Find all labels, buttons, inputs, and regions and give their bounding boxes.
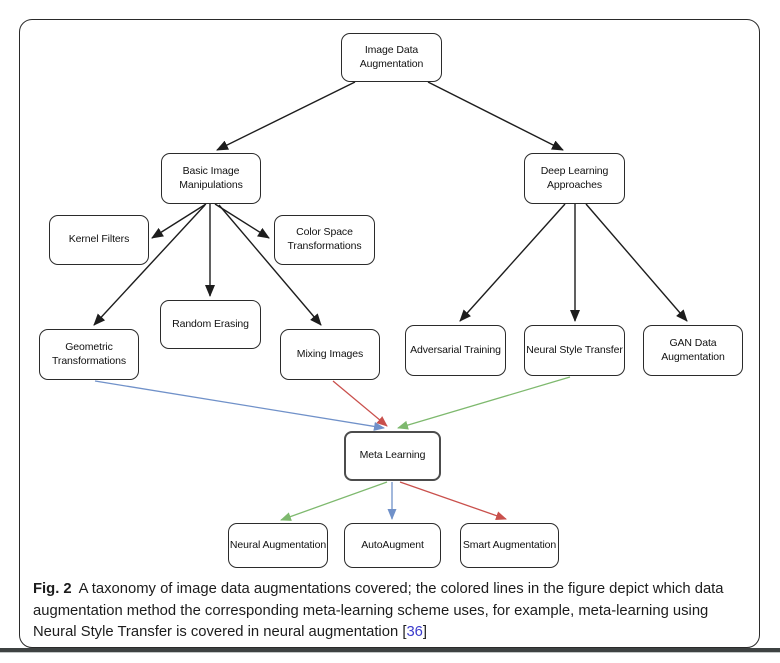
edge-image-data-augmentation-to-deep-learning-approaches [427,81,564,151]
edge-basic-image-manipulations-to-color-space-transformations [214,203,270,239]
edge-meta-learning-to-neural-augmentation [280,481,388,521]
node-meta-learning: Meta Learning [344,431,441,481]
edge-deep-learning-approaches-to-gan-data-augmentation [585,203,688,322]
node-adversarial-training: Adversarial Training [405,325,506,376]
node-gan-data-augmentation: GAN Data Augmentation [643,325,743,376]
node-deep-learning-approaches: Deep Learning Approaches [524,153,625,204]
node-neural-augmentation: Neural Augmentation [228,523,328,568]
node-image-data-augmentation: Image Data Augmentation [341,33,442,82]
edge-image-data-augmentation-to-basic-image-manipulations [216,81,356,151]
node-neural-style-transfer: Neural Style Transfer [524,325,625,376]
node-mixing-images: Mixing Images [280,329,380,380]
edge-geometric-transformations-to-meta-learning [94,380,385,431]
edge-mixing-images-to-meta-learning [332,380,388,427]
edge-deep-learning-approaches-to-adversarial-training [459,203,566,322]
figure-border-frame [19,19,760,648]
citation-link[interactable]: 36 [406,624,423,640]
citation-bracket-close: ] [422,624,428,640]
figure-caption-text: A taxonomy of image data augmentations c… [33,581,724,640]
node-random-erasing: Random Erasing [160,300,261,349]
figure-bottom-bar [0,648,780,653]
node-kernel-filters: Kernel Filters [49,215,149,265]
figure-caption-label: Fig. 2 [33,581,72,597]
node-smart-augmentation: Smart Augmentation [460,523,559,568]
edge-basic-image-manipulations-to-kernel-filters [151,203,207,239]
citation-bracket-open: [ [402,624,407,640]
edge-basic-image-manipulations-to-mixing-images [218,204,322,326]
edge-basic-image-manipulations-to-geometric-transformations [93,204,206,326]
node-basic-image-manipulations: Basic Image Manipulations [161,153,261,204]
node-autoaugment: AutoAugment [344,523,441,568]
edge-meta-learning-to-smart-augmentation [399,481,507,520]
node-color-space-transformations: Color Space Transformations [274,215,375,265]
node-geometric-transformations: Geometric Transformations [39,329,139,380]
edge-neural-style-transfer-to-meta-learning [397,376,571,430]
